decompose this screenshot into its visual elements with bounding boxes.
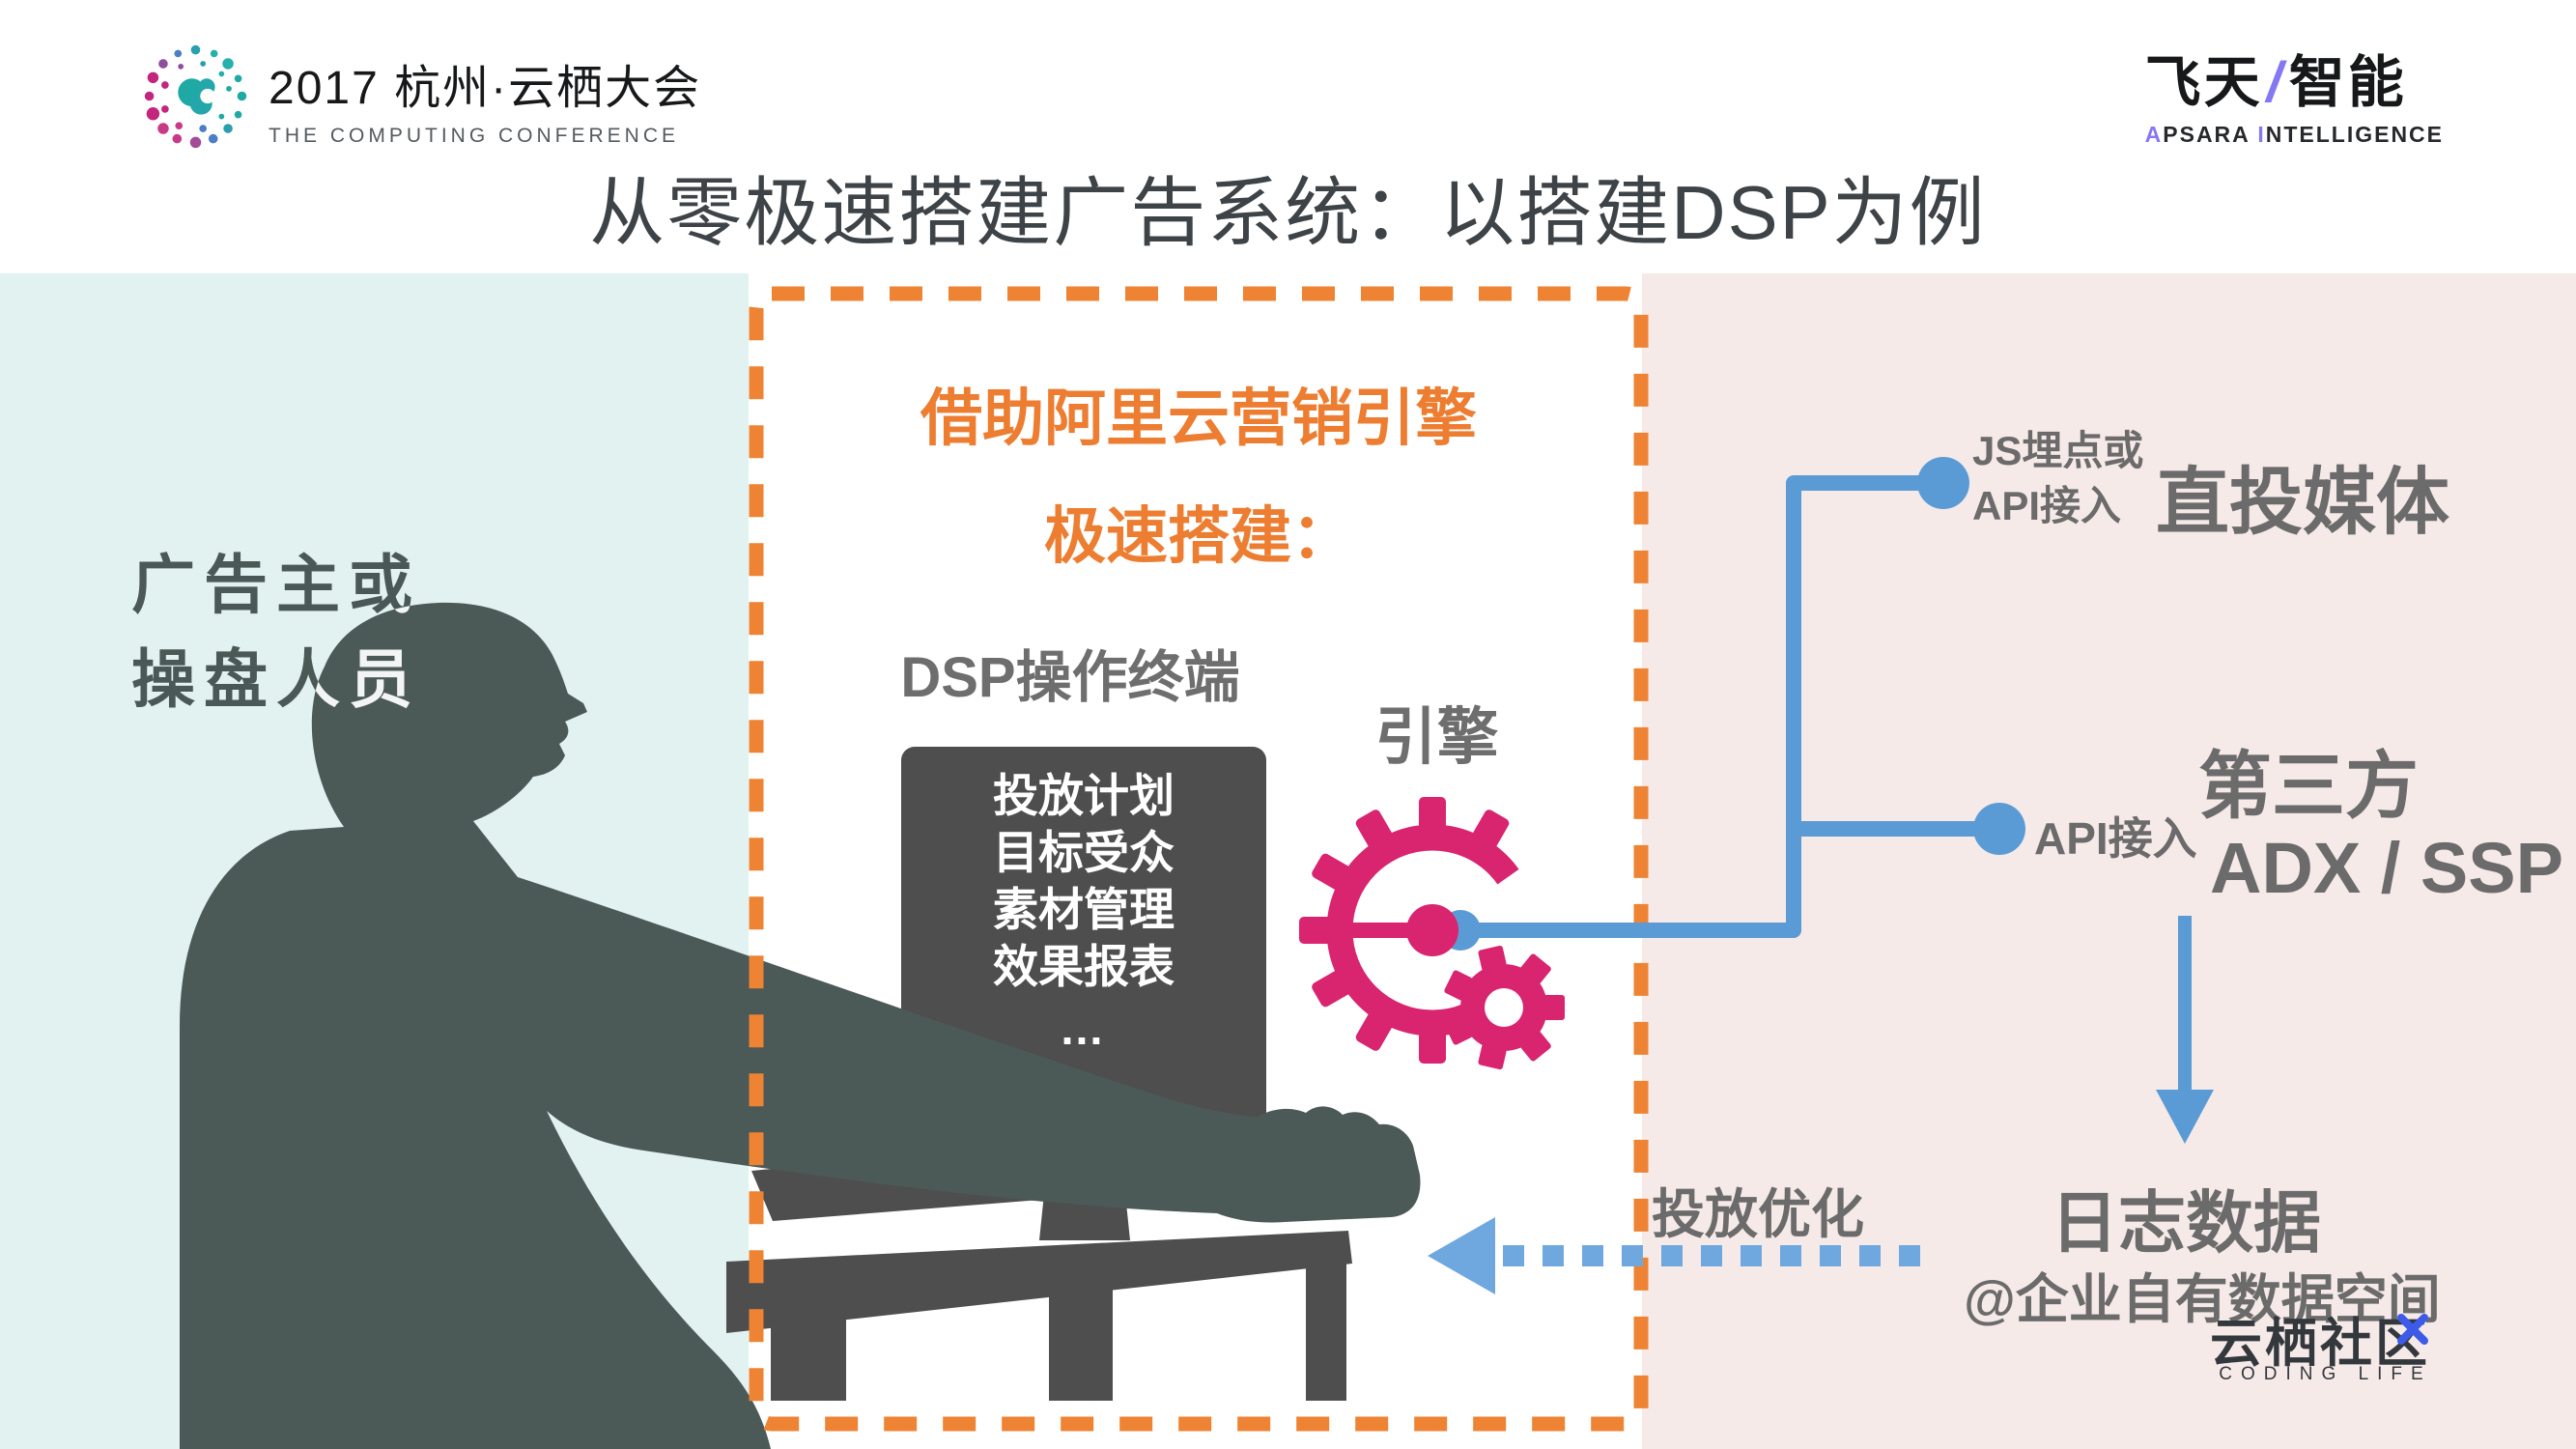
apsara-en-ntelligence: NTELLIGENCE — [2265, 122, 2444, 147]
connector-lines — [1449, 475, 1999, 938]
apsara-en-i: I — [2257, 122, 2266, 147]
optimization-arrow — [1428, 1217, 1920, 1294]
apsara-logo: 飞天/智能 APSARA INTELLIGENCE — [2145, 37, 2444, 148]
conference-title: 2017 杭州·云栖大会 — [269, 63, 702, 114]
monitor-ellipsis: … — [1059, 1003, 1109, 1054]
desk-leg-middle — [1049, 1285, 1113, 1401]
adx-endpoint-dot — [1973, 803, 2025, 855]
conference-subtitle: THE COMPUTING CONFERENCE — [269, 125, 680, 147]
engine-label: 引擎 — [1374, 702, 1499, 772]
conference-logo: 2017 杭州·云栖大会 THE COMPUTING CONFERENCE — [140, 41, 701, 156]
down-arrow — [2156, 916, 2214, 1144]
conference-sphere-icon — [140, 41, 251, 156]
small-gear-icon — [1444, 945, 1565, 1070]
apsara-logo-en: APSARA INTELLIGENCE — [2145, 122, 2444, 148]
engine-gear-icon — [1299, 797, 1567, 1070]
desk-top — [726, 1231, 1352, 1333]
monitor-line: 投放计划 — [993, 770, 1175, 821]
apsara-logo-cn: 飞天/智能 — [2145, 37, 2444, 118]
dashed-highlight-box — [749, 286, 1649, 1432]
monitor-line: 目标受众 — [993, 827, 1175, 878]
adx-ssp-label: ADX / SSP — [2210, 828, 2563, 908]
log-data-label: 日志数据 — [2051, 1185, 2321, 1261]
monitor-line: 素材管理 — [993, 884, 1175, 935]
adx-access-tag: API接入 — [2034, 813, 2197, 864]
center-heading: 借助阿里云营销引擎 极速搭建： — [756, 359, 1641, 595]
conference-logo-text: 2017 杭州·云栖大会 THE COMPUTING CONFERENCE — [269, 49, 701, 148]
media-access-tag: JS埋点或 API接入 — [1972, 423, 2143, 533]
apsara-cn-left: 飞天 — [2144, 51, 2263, 114]
media-access-tag-line2: API接入 — [1972, 483, 2122, 528]
media-access-tag-line1: JS埋点或 — [1972, 428, 2144, 473]
page-title: 从零极速搭建广告系统：以搭建DSP为例 — [589, 170, 1987, 255]
apsara-slash: / — [2266, 51, 2285, 114]
center-heading-line2: 极速搭建： — [1044, 501, 1353, 571]
apsara-en-a: A — [2144, 122, 2164, 147]
dsp-terminal-label: DSP操作终端 — [900, 646, 1240, 709]
apsara-cn-right: 智能 — [2288, 51, 2407, 114]
community-logo: 云栖社区 — [2210, 1315, 2430, 1373]
monitor-feature-list: 投放计划 目标受众 素材管理 效果报表 … — [901, 767, 1266, 1063]
connector-to-media — [1449, 475, 1943, 938]
engine-center-dot — [1406, 904, 1458, 956]
center-heading-line1: 借助阿里云营销引擎 — [920, 384, 1477, 453]
optimization-label: 投放优化 — [1651, 1184, 1864, 1244]
role-label-line2: 操盘人员 — [131, 643, 421, 715]
desk-leg-right — [1306, 1260, 1346, 1401]
direct-media-label: 直投媒体 — [2156, 462, 2449, 544]
log-data-sublabel: @企业自有数据空间 — [1964, 1269, 2441, 1329]
apsara-en-psara: PSARA — [2163, 122, 2258, 147]
role-label-line1: 广告主或 — [131, 549, 421, 620]
person-silhouette — [180, 602, 1421, 1449]
monitor-line: 效果报表 — [993, 941, 1175, 992]
community-logo-tagline: CODING LIFE — [2219, 1364, 2432, 1384]
third-party-label: 第三方 — [2198, 746, 2419, 828]
media-endpoint-dot — [1917, 457, 1969, 509]
community-logo-x-icon — [2393, 1310, 2432, 1353]
desk-leg-left — [771, 1316, 846, 1401]
